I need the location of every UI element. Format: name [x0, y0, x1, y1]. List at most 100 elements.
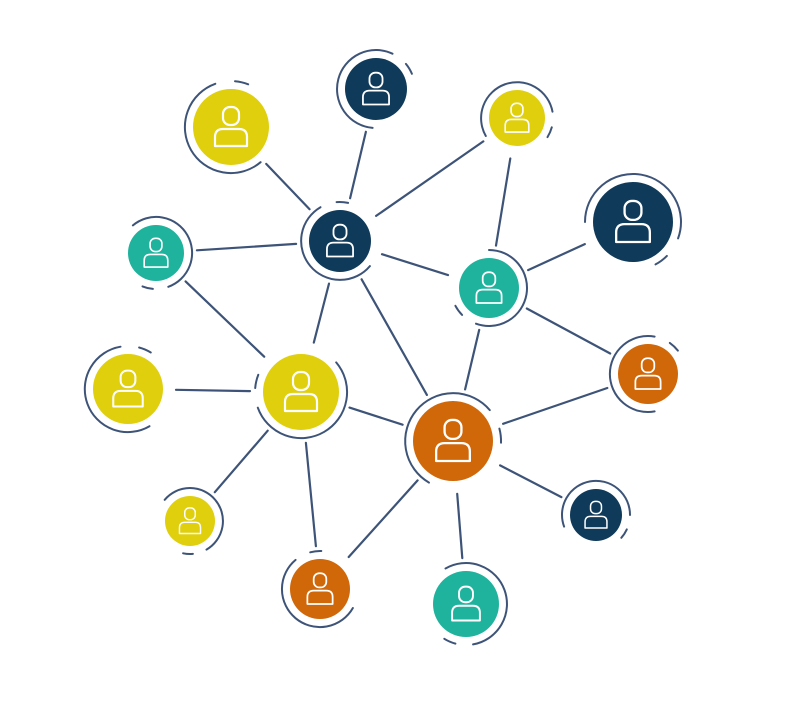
node-circle [593, 182, 673, 262]
node-n2 [336, 49, 413, 129]
person-body [178, 521, 202, 535]
edge-n10-n13 [499, 464, 563, 499]
person-head [368, 71, 384, 89]
person-head [312, 572, 328, 589]
person-body [451, 604, 481, 622]
person-icon [362, 71, 390, 106]
node-ring-tick [234, 80, 250, 86]
node-ring-arc [608, 335, 656, 413]
person-icon [634, 357, 662, 390]
node-ring-tick [335, 200, 350, 204]
node-ring-arc [131, 215, 194, 288]
person-head [149, 237, 163, 253]
node-ring-arc [480, 81, 554, 137]
node-n12 [163, 487, 224, 556]
person-head [184, 507, 196, 521]
node-n10 [404, 392, 503, 484]
node-n11 [608, 335, 679, 413]
node-ring-arc [404, 392, 491, 484]
node-circle [93, 354, 163, 424]
node-ring-arc [584, 173, 682, 240]
edge-n8-n9 [174, 388, 252, 393]
node-ring-tick [668, 341, 679, 352]
person-body [504, 118, 530, 133]
person-icon [451, 585, 481, 622]
node-n6 [584, 173, 682, 266]
person-head [119, 369, 137, 389]
person-body [283, 392, 319, 413]
person-body [213, 127, 249, 148]
edge-n3-n7 [494, 157, 512, 247]
node-circle [165, 496, 215, 546]
person-head [221, 105, 241, 127]
edge-n5-n10 [360, 278, 428, 396]
node-ring-tick [443, 637, 457, 645]
node-ring-tick [454, 304, 464, 316]
node-circle [128, 225, 184, 281]
person-icon [143, 237, 169, 268]
person-body [112, 389, 144, 408]
edge-n4-n5 [195, 242, 298, 252]
edge-n7-n6 [526, 243, 586, 272]
person-head [481, 271, 497, 288]
node-n15 [433, 562, 508, 646]
edge-n9-n10 [348, 406, 404, 426]
edge-n9-n12 [213, 429, 269, 494]
node-circle [290, 559, 350, 619]
person-icon [614, 199, 652, 244]
person-body [362, 89, 390, 106]
person-head [332, 223, 348, 241]
person-icon [504, 102, 530, 133]
node-circle [193, 89, 269, 165]
node-ring-tick [138, 346, 152, 354]
node-ring-tick [546, 126, 553, 139]
person-head [510, 102, 524, 118]
node-ring-tick [309, 549, 323, 554]
node-ring-tick [182, 552, 194, 556]
node-n7 [454, 249, 528, 327]
node-circle [413, 401, 493, 481]
node-ring-tick [254, 373, 260, 389]
node-circle [263, 354, 339, 430]
person-icon [434, 418, 472, 463]
person-icon [178, 507, 202, 535]
edge-n10-n15 [456, 492, 464, 560]
person-body [634, 374, 662, 390]
person-body [584, 515, 608, 529]
person-icon [213, 105, 249, 148]
person-head [640, 357, 656, 374]
person-body [475, 288, 503, 304]
node-ring-arc [163, 487, 224, 551]
node-circle [570, 489, 622, 541]
person-icon [326, 223, 354, 258]
node-n4 [128, 215, 194, 290]
node-ring-arc [300, 206, 371, 281]
person-icon [306, 572, 334, 605]
person-head [589, 500, 603, 515]
person-head [443, 418, 463, 441]
node-ring-arc [475, 249, 528, 327]
node-ring-tick [654, 254, 668, 266]
node-ring-tick [141, 285, 154, 290]
node-ring-tick [404, 62, 413, 75]
node-n9 [254, 354, 349, 440]
person-head [623, 199, 643, 222]
edge-n10-n14 [347, 479, 419, 559]
node-n8 [83, 345, 163, 434]
person-icon [283, 370, 319, 413]
edge-n7-n10 [464, 328, 481, 391]
node-n3 [480, 81, 554, 146]
person-head [458, 585, 474, 604]
person-body [326, 241, 354, 258]
edge-n2-n5 [349, 130, 367, 200]
node-circle [433, 571, 499, 637]
node-ring-arc [561, 479, 632, 528]
node-circle [618, 344, 678, 404]
node-n14 [281, 549, 354, 629]
node-n5 [300, 200, 371, 281]
edge-n7-n11 [525, 307, 612, 355]
node-n1 [183, 80, 269, 175]
node-ring-arc [83, 345, 151, 434]
node-circle [345, 58, 407, 120]
